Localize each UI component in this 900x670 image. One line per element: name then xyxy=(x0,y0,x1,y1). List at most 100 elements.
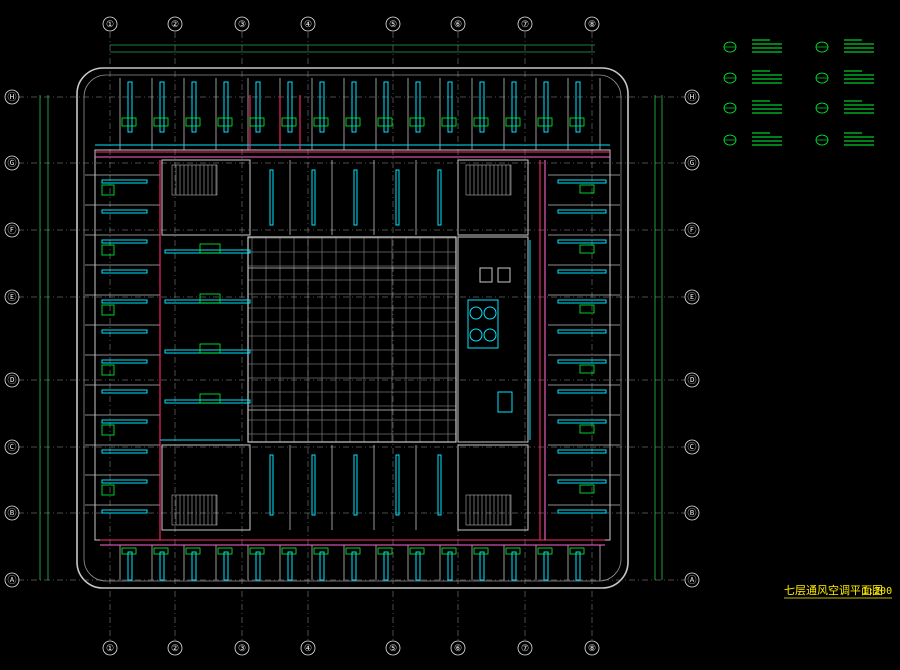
axis-label-column: ④ xyxy=(304,644,312,654)
axis-bubble xyxy=(4,289,20,305)
fan-coil-unit xyxy=(121,117,137,127)
fan-coil-unit xyxy=(569,547,585,555)
duct-branch xyxy=(101,509,148,514)
duct-branch xyxy=(575,81,581,133)
fan-coil-unit xyxy=(153,117,169,127)
fan-coil-unit xyxy=(313,117,329,127)
axis-bubble xyxy=(102,16,118,32)
axis-label-column: ② xyxy=(171,644,179,654)
duct-branch xyxy=(101,329,148,334)
fan-coil-unit xyxy=(185,547,201,555)
fan-coil-unit xyxy=(345,117,361,127)
duct-branch xyxy=(223,551,229,581)
fan-coil-unit xyxy=(249,117,265,127)
duct-branch xyxy=(351,551,357,581)
duct-branch xyxy=(557,509,607,514)
axis-label-column: ⑧ xyxy=(588,20,596,30)
axis-label-column: ⑧ xyxy=(588,644,596,654)
duct-branch xyxy=(223,81,229,133)
axis-bubble xyxy=(102,640,118,656)
axis-label-row: Ⓕ xyxy=(687,225,696,236)
fan-coil-unit xyxy=(579,304,595,314)
axis-bubble xyxy=(684,439,700,455)
fan-coil-unit xyxy=(473,117,489,127)
axis-label-column: ⑦ xyxy=(521,20,529,30)
duct-branch xyxy=(101,209,148,214)
duct-branch xyxy=(557,269,607,274)
room-partitions xyxy=(85,78,620,580)
fan-coil-unit xyxy=(185,117,201,127)
duct-branch xyxy=(557,449,607,454)
fan-coil-unit xyxy=(249,547,265,555)
axis-label-column: ⑦ xyxy=(521,644,529,654)
axis-label-row: Ⓓ xyxy=(687,375,696,386)
fan-coil-unit xyxy=(441,547,457,555)
fan-coil-unit xyxy=(537,547,553,555)
axis-label-row: Ⓒ xyxy=(7,442,16,453)
duct-branch xyxy=(383,81,389,133)
duct-branch xyxy=(575,551,581,581)
duct-branch xyxy=(557,299,607,304)
fan-coil-unit xyxy=(409,117,425,127)
fan-coil-unit xyxy=(409,547,425,555)
drawing-scale: 1:200 xyxy=(862,586,892,597)
duct-branch xyxy=(101,419,148,424)
axis-bubble xyxy=(4,439,20,455)
duct-branch xyxy=(101,479,148,484)
duct-branch xyxy=(557,419,607,424)
duct-branch xyxy=(383,551,389,581)
duct-branch xyxy=(319,81,325,133)
fan-coil-unit xyxy=(377,117,393,127)
axis-label-column: ③ xyxy=(238,644,246,654)
axis-label-row: Ⓑ xyxy=(687,508,696,519)
duct-branch xyxy=(437,169,442,226)
duct-branch xyxy=(159,81,165,133)
duct-branch xyxy=(191,551,197,581)
axis-label-row: Ⓖ xyxy=(687,158,696,169)
central-atrium xyxy=(247,236,457,443)
axis-label-column: ① xyxy=(106,20,114,30)
duct-branch xyxy=(101,389,148,394)
duct-branch xyxy=(311,169,316,226)
drawing-title-block: 七层通风空调平面图 1:200 xyxy=(784,583,892,599)
duct-branch xyxy=(127,551,133,581)
axis-label-column: ⑤ xyxy=(389,644,397,654)
axis-bubble xyxy=(4,222,20,238)
axis-bubble xyxy=(684,155,700,171)
duct-branch xyxy=(311,454,316,516)
dimension-lines xyxy=(39,44,663,580)
fan-coil-unit xyxy=(473,547,489,555)
axis-label-row: Ⓐ xyxy=(7,575,16,586)
drawing-title: 七层通风空调平面图 xyxy=(784,583,883,597)
axis-label-row: Ⓓ xyxy=(7,375,16,386)
axis-bubble xyxy=(684,289,700,305)
duct-branch xyxy=(557,239,607,244)
duct-branch xyxy=(479,551,485,581)
duct-branch xyxy=(351,81,357,133)
axis-bubble xyxy=(234,16,250,32)
fan-coil-unit xyxy=(569,117,585,127)
duct-branch xyxy=(159,551,165,581)
axis-label-column: ⑤ xyxy=(389,20,397,30)
axis-label-row: Ⓑ xyxy=(7,508,16,519)
axis-bubble xyxy=(584,640,600,656)
duct-branch xyxy=(511,551,517,581)
fan-coil-unit xyxy=(281,117,297,127)
axis-label-column: ③ xyxy=(238,20,246,30)
duct-branch xyxy=(101,449,148,454)
duct-branch xyxy=(255,81,261,133)
axis-bubble xyxy=(4,505,20,521)
mechanical-room xyxy=(467,267,513,413)
duct-branch xyxy=(191,81,197,133)
fan-coil-unit xyxy=(101,424,115,436)
duct-branch xyxy=(557,329,607,334)
axis-bubble xyxy=(167,16,183,32)
stair-outline xyxy=(171,494,218,526)
axis-label-row: Ⓒ xyxy=(687,442,696,453)
duct-branch xyxy=(101,269,148,274)
fan-coil-unit xyxy=(313,547,329,555)
duct-branch xyxy=(269,454,274,516)
fan-coil-unit xyxy=(101,484,115,496)
fan-coil-unit xyxy=(505,117,521,127)
